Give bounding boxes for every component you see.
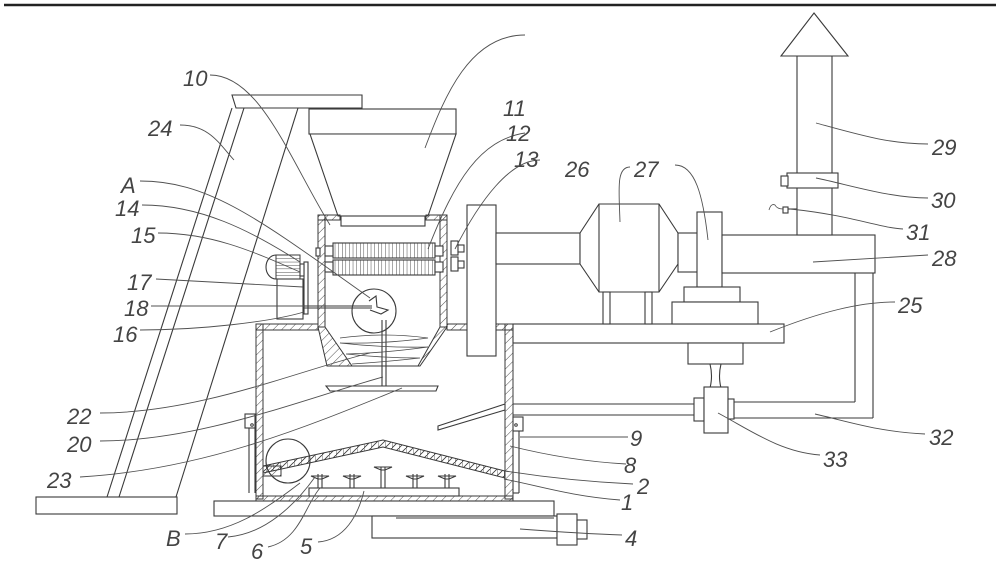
label-8: 8 [624,453,637,478]
drive-shaft-18 [304,305,372,309]
detail-circle-A [351,288,397,391]
crushing-rollers-12 [315,242,444,276]
label-7: 7 [215,529,228,554]
sloped-screen-2 [262,439,506,479]
label-25: 25 [897,293,923,318]
return-pipe-32 [513,273,874,419]
label-15: 15 [131,223,156,248]
label-5: 5 [300,534,313,559]
label-14: 14 [115,196,139,221]
label-31: 31 [906,220,930,245]
base-plate [213,500,555,517]
label-30: 30 [931,188,956,213]
filter-26 [495,203,699,325]
label-9: 9 [630,426,642,451]
spiral-blade-22 [339,334,429,365]
bearing-13 [450,240,465,272]
label-A: A [119,173,136,198]
label-24: 24 [147,116,172,141]
label-20: 20 [66,432,92,457]
label-1: 1 [621,490,633,515]
label-B: B [166,526,181,551]
label-13: 13 [514,147,539,172]
clamp-30 [780,172,839,189]
label-29: 29 [931,135,956,160]
stand-frame-24 [35,94,363,515]
sensor-31 [768,204,797,214]
stirring-paddle-20 [324,385,439,392]
label-18: 18 [124,296,149,321]
label-6: 6 [251,539,264,564]
label-27: 27 [633,157,659,182]
label-10: 10 [183,66,208,91]
label-17: 17 [127,270,152,295]
label-2: 2 [636,474,649,499]
side-bracket-8 [244,413,524,494]
pump-33 [687,342,744,434]
part-labels: 10 11 12 13 24 A 14 15 17 18 16 22 20 23… [46,66,957,564]
chimney-29 [779,12,850,236]
deflector-plate [437,403,506,431]
fan-27 [671,211,759,325]
label-26: 26 [564,157,590,182]
support-column [466,204,497,357]
label-12: 12 [506,121,530,146]
label-32: 32 [929,425,953,450]
outlet-pipe-4 [371,513,588,546]
platform-25 [512,323,785,344]
leader-lines [79,34,929,548]
label-23: 23 [46,468,72,493]
nozzles-6 [310,466,457,488]
label-28: 28 [931,246,957,271]
label-11: 11 [503,96,526,121]
hopper-11 [308,108,457,227]
duct-28 [721,234,876,274]
detail-circle-B [265,438,311,484]
label-22: 22 [66,404,91,429]
label-16: 16 [113,322,138,347]
label-4: 4 [625,526,637,551]
label-33: 33 [823,447,848,472]
nozzle-plate-5 [308,487,460,497]
